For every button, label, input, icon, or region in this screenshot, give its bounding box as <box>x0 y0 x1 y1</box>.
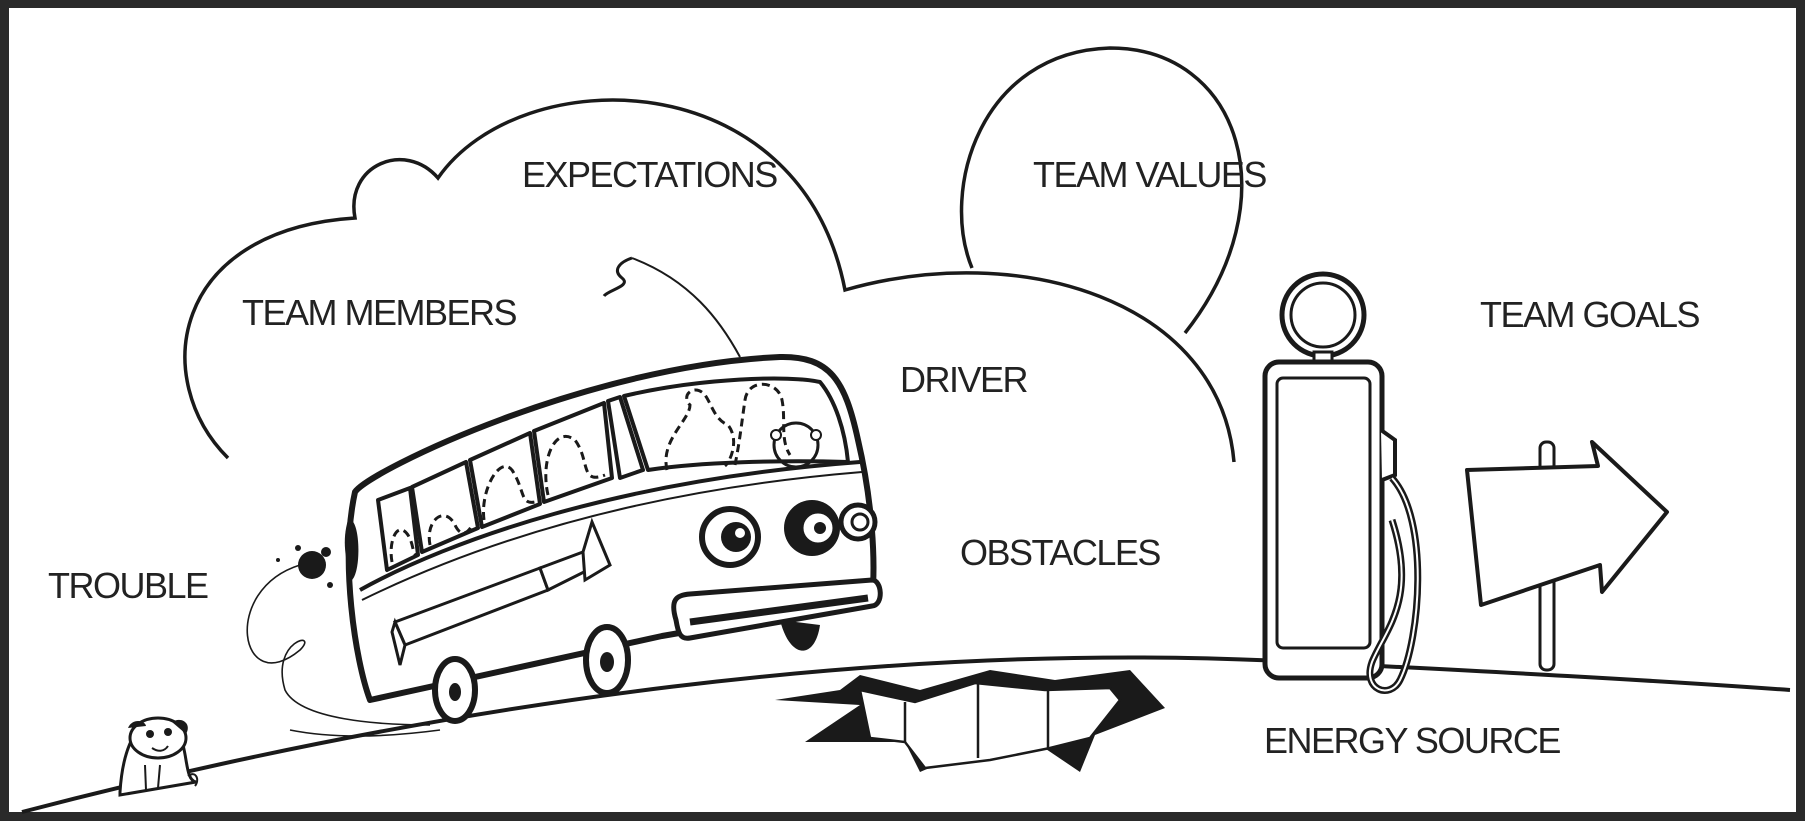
dog-icon <box>118 716 199 797</box>
team-goals-signpost <box>1465 440 1669 672</box>
bus-icon <box>246 256 883 737</box>
expectations-cloud <box>183 98 1236 463</box>
team-values-circle <box>959 46 1244 335</box>
label-driver: DRIVER <box>900 359 1028 400</box>
label-team-values: TEAM VALUES <box>1033 154 1266 195</box>
label-team-members: TEAM MEMBERS <box>242 292 517 333</box>
pothole-obstacle <box>775 670 1165 772</box>
label-team-goals: TEAM GOALS <box>1480 294 1700 335</box>
label-obstacles: OBSTACLES <box>960 532 1160 573</box>
label-trouble: TROUBLE <box>48 565 208 606</box>
label-energy-source: ENERGY SOURCE <box>1264 720 1560 761</box>
label-expectations: EXPECTATIONS <box>522 154 777 195</box>
gas-pump-icon <box>1262 271 1422 694</box>
